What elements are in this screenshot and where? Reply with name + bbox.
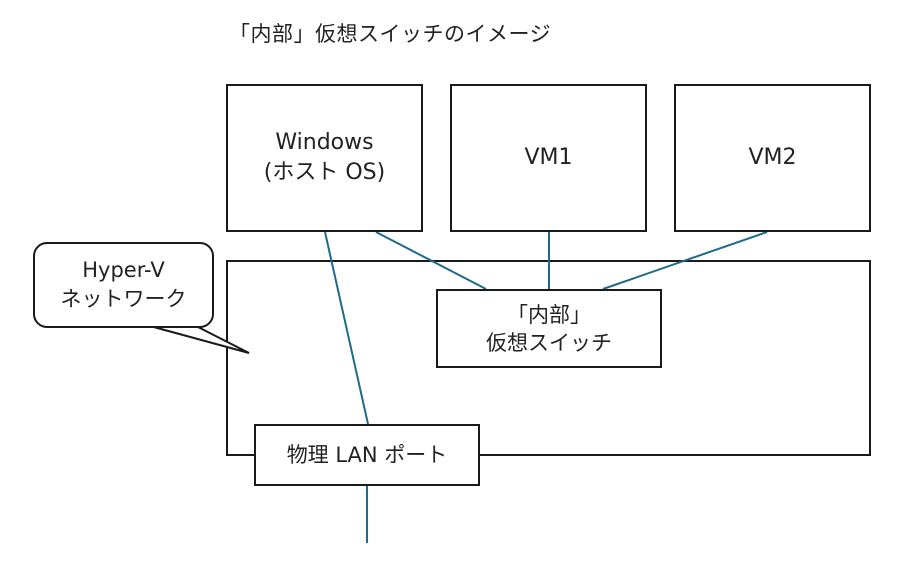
- vm1-node: VM1: [450, 84, 647, 232]
- physical-lan-port-node: 物理 LAN ポート: [254, 424, 480, 486]
- host-to-switch-line: [375, 231, 487, 290]
- diagram-title: 「内部」仮想スイッチのイメージ: [229, 22, 552, 46]
- hyperv-network-callout: Hyper-V ネットワーク: [33, 242, 214, 328]
- callout-pointer: [149, 325, 250, 354]
- vm2-to-switch-line: [602, 231, 768, 290]
- internal-virtual-switch-node: 「内部」 仮想スイッチ: [436, 289, 662, 368]
- switch-label-line1: 「内部」: [507, 302, 591, 327]
- host-to-port-line: [324, 231, 369, 425]
- host-label-line1: Windows: [275, 130, 374, 155]
- vm2-node: VM2: [674, 84, 871, 232]
- vm1-label: VM1: [524, 145, 573, 170]
- callout-line2: ネットワーク: [60, 287, 187, 311]
- vm2-label: VM2: [748, 145, 797, 170]
- switch-label-line2: 仮想スイッチ: [486, 330, 612, 355]
- callout-line1: Hyper-V: [82, 258, 165, 282]
- host-label-line2: (ホスト OS): [263, 160, 386, 185]
- windows-host-node: Windows (ホスト OS): [226, 84, 423, 232]
- port-label: 物理 LAN ポート: [286, 443, 448, 467]
